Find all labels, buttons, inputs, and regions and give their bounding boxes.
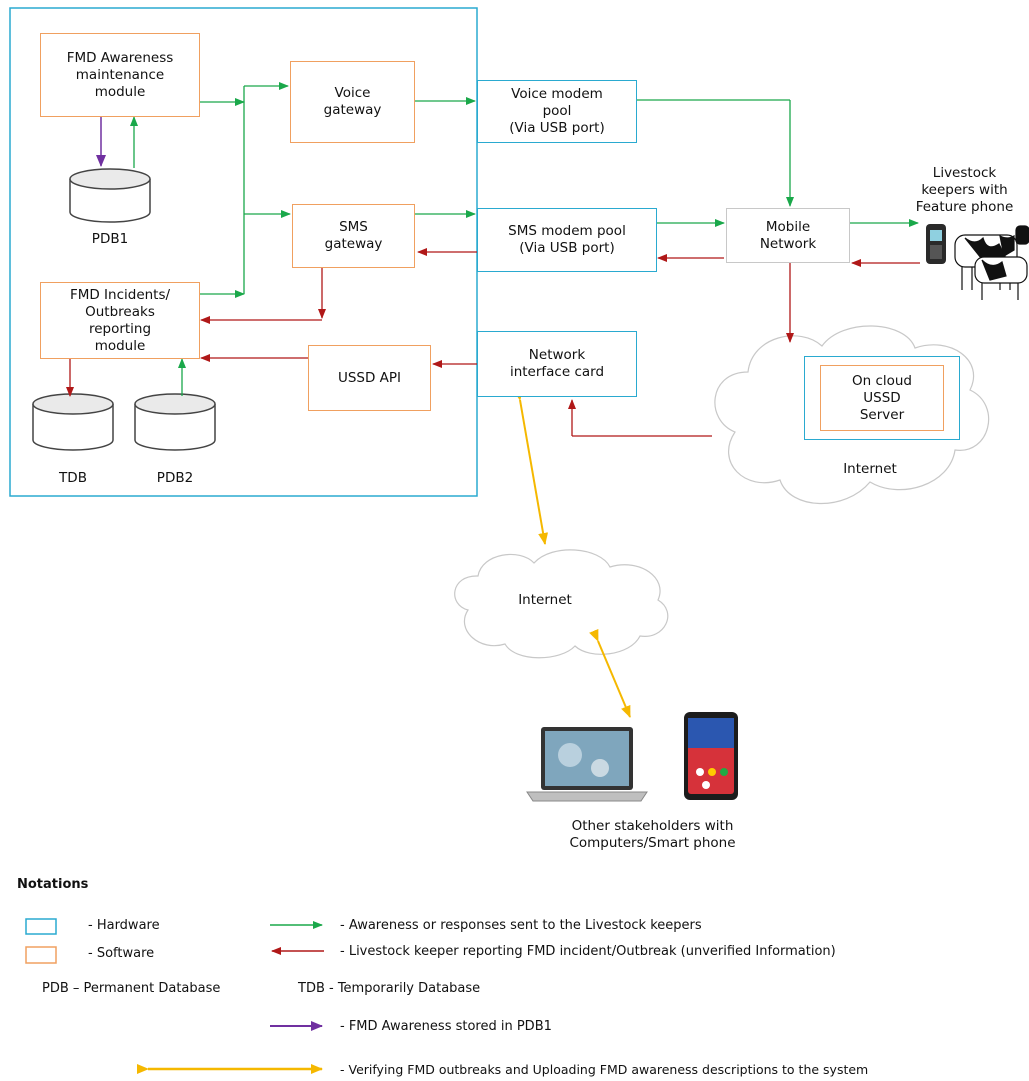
- internet-center-label: Internet: [518, 592, 572, 608]
- network-interface-card: Network interface card: [477, 331, 637, 397]
- tdb-database-icon: [32, 393, 114, 451]
- stakeholders-label: Other stakeholders with Computers/Smart …: [569, 818, 736, 851]
- legend-yellow-label: - Verifying FMD outbreaks and Uploading …: [340, 1062, 869, 1077]
- legend-pdb-label: PDB – Permanent Database: [42, 981, 221, 996]
- awareness-maintenance-module: FMD Awareness maintenance module: [40, 33, 200, 117]
- internet-right-label: Internet: [843, 461, 897, 477]
- legend-software-label: - Software: [88, 946, 155, 961]
- legend-purple-label: - FMD Awareness stored in PDB1: [340, 1019, 552, 1034]
- legend-hardware-label: - Hardware: [88, 918, 160, 933]
- legend-software-swatch: [25, 946, 57, 964]
- legend-tdb-label: TDB - Temporarily Database: [298, 981, 481, 996]
- smartphone-icon: [684, 712, 738, 800]
- sms-modem-pool: SMS modem pool (Via USB port): [477, 208, 657, 272]
- feature-phone-icon: [926, 224, 946, 264]
- voice-modem-pool: Voice modem pool (Via USB port): [477, 80, 637, 143]
- legend-hardware-swatch: [25, 918, 57, 935]
- pdb1-label: PDB1: [91, 231, 129, 247]
- pdb1-database-icon: [69, 168, 151, 223]
- sms-gateway: SMS gateway: [292, 204, 415, 268]
- pdb2-label: PDB2: [156, 470, 194, 486]
- mobile-network: Mobile Network: [726, 208, 850, 263]
- ussd-api: USSD API: [308, 345, 431, 411]
- legend-green-label: - Awareness or responses sent to the Liv…: [340, 918, 702, 933]
- pdb2-database-icon: [134, 393, 216, 451]
- voice-gateway: Voice gateway: [290, 61, 415, 143]
- legend-red-label: - Livestock keeper reporting FMD inciden…: [340, 944, 836, 959]
- cows-icon: [954, 225, 1029, 300]
- notations-title: Notations: [17, 877, 89, 892]
- on-cloud-ussd-server: On cloud USSD Server: [820, 365, 944, 431]
- livestock-keepers-label: Livestock keepers with Feature phone: [915, 165, 1014, 215]
- laptop-icon: [526, 727, 648, 802]
- reporting-flow-arrows: [66, 248, 920, 437]
- incidents-reporting-module: FMD Incidents/ Outbreaks reporting modul…: [40, 282, 200, 359]
- awareness-flow-arrows: [130, 82, 919, 396]
- tdb-label: TDB: [59, 470, 87, 486]
- verification-flow-arrows: [513, 388, 631, 718]
